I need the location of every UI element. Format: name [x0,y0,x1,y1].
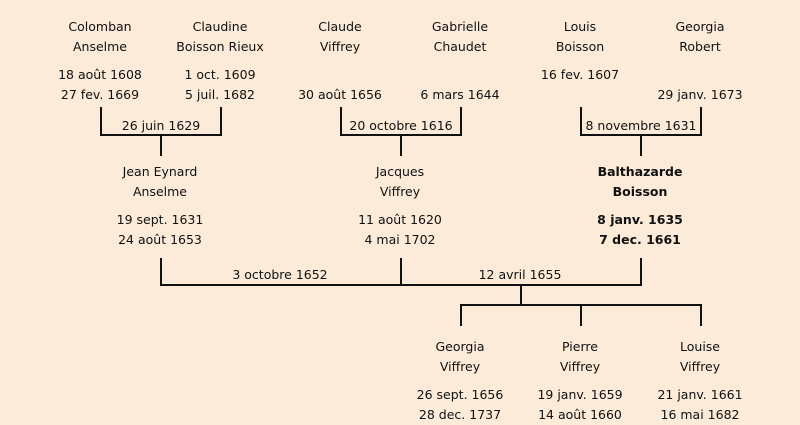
marriage-date: 12 avril 1655 [478,267,562,282]
person-first-name: Jean Eynard [122,164,198,179]
marriage-date: 26 juin 1629 [121,118,201,133]
person-last-name: Viffrey [559,359,601,374]
person-death: 29 janv. 1673 [657,87,743,102]
person-last-name: Anselme [72,39,128,54]
person-death [510,85,650,105]
marriage-date: 8 novembre 1631 [585,118,697,133]
person-birth [270,65,410,85]
person-colomban-anselme[interactable]: Colomban Anselme 18 août 1608 27 fev. 16… [30,17,170,105]
marriage-bracket-jacques [160,258,642,305]
person-last-name: Chaudet [433,39,487,54]
person-last-name: Robert [679,39,721,54]
person-death: 7 dec. 1661 [599,232,681,247]
person-birth: 18 août 1608 [58,67,142,82]
person-claude-viffrey[interactable]: Claude Viffrey 30 août 1656 [270,17,410,105]
person-pierre-viffrey[interactable]: Pierre Viffrey 19 janv. 1659 14 août 166… [510,337,650,425]
person-birth: 21 janv. 1661 [657,387,743,402]
person-first-name: Claudine [192,19,248,34]
person-first-name: Georgia [435,339,485,354]
person-first-name: Georgia [675,19,725,34]
person-first-name: Louise [680,339,720,354]
marriage-bracket-viffrey [340,107,462,156]
person-last-name: Viffrey [439,359,481,374]
person-birth: 19 janv. 1659 [537,387,623,402]
marriage-bracket-anselme [100,107,222,156]
marriage-bracket-boisson [580,107,702,156]
person-death: 27 fev. 1669 [60,87,140,102]
person-georgia-viffrey[interactable]: Georgia Viffrey 26 sept. 1656 28 dec. 17… [390,337,530,425]
marriage-date: 20 octobre 1616 [349,118,453,133]
person-last-name: Boisson Rieux [176,39,264,54]
person-first-name: Claude [318,19,362,34]
person-balthazarde-boisson[interactable]: Balthazarde Boisson 8 janv. 1635 7 dec. … [570,162,710,250]
person-birth [390,65,530,85]
person-birth: 11 août 1620 [358,212,442,227]
person-jacques-viffrey[interactable]: Jacques Viffrey 11 août 1620 4 mai 1702 [330,162,470,250]
person-birth: 8 janv. 1635 [597,212,683,227]
person-death: 30 août 1656 [298,87,382,102]
person-death: 14 août 1660 [538,407,622,422]
person-first-name: Jacques [375,164,425,179]
person-birth: 19 sept. 1631 [116,212,204,227]
person-death: 28 dec. 1737 [418,407,502,422]
person-first-name: Balthazarde [597,164,683,179]
person-last-name: Anselme [132,184,188,199]
person-last-name: Viffrey [679,359,721,374]
person-louise-viffrey[interactable]: Louise Viffrey 21 janv. 1661 16 mai 1682 [630,337,770,425]
person-last-name: Boisson [555,39,605,54]
person-birth [630,65,770,85]
person-birth: 16 fev. 1607 [540,67,620,82]
children-bracket [460,304,702,326]
person-claudine-boisson-rieux[interactable]: Claudine Boisson Rieux 1 oct. 1609 5 jui… [150,17,290,105]
person-last-name: Viffrey [379,184,421,199]
person-first-name: Gabrielle [431,19,489,34]
person-death: 6 mars 1644 [420,87,500,102]
person-birth: 26 sept. 1656 [416,387,504,402]
person-jean-eynard-anselme[interactable]: Jean Eynard Anselme 19 sept. 1631 24 aoû… [90,162,230,250]
person-last-name: Viffrey [319,39,361,54]
person-georgia-robert[interactable]: Georgia Robert 29 janv. 1673 [630,17,770,105]
person-gabrielle-chaudet[interactable]: Gabrielle Chaudet 6 mars 1644 [390,17,530,105]
person-louis-boisson[interactable]: Louis Boisson 16 fev. 1607 [510,17,650,105]
marriage-date: 3 octobre 1652 [232,267,328,282]
person-first-name: Louis [563,19,597,34]
person-death: 5 juil. 1682 [184,87,256,102]
person-birth: 1 oct. 1609 [184,67,256,82]
person-death: 4 mai 1702 [364,232,436,247]
person-first-name: Pierre [562,339,598,354]
person-death: 24 août 1653 [118,232,202,247]
person-death: 16 mai 1682 [660,407,740,422]
person-first-name: Colomban [68,19,132,34]
person-last-name: Boisson [612,184,668,199]
